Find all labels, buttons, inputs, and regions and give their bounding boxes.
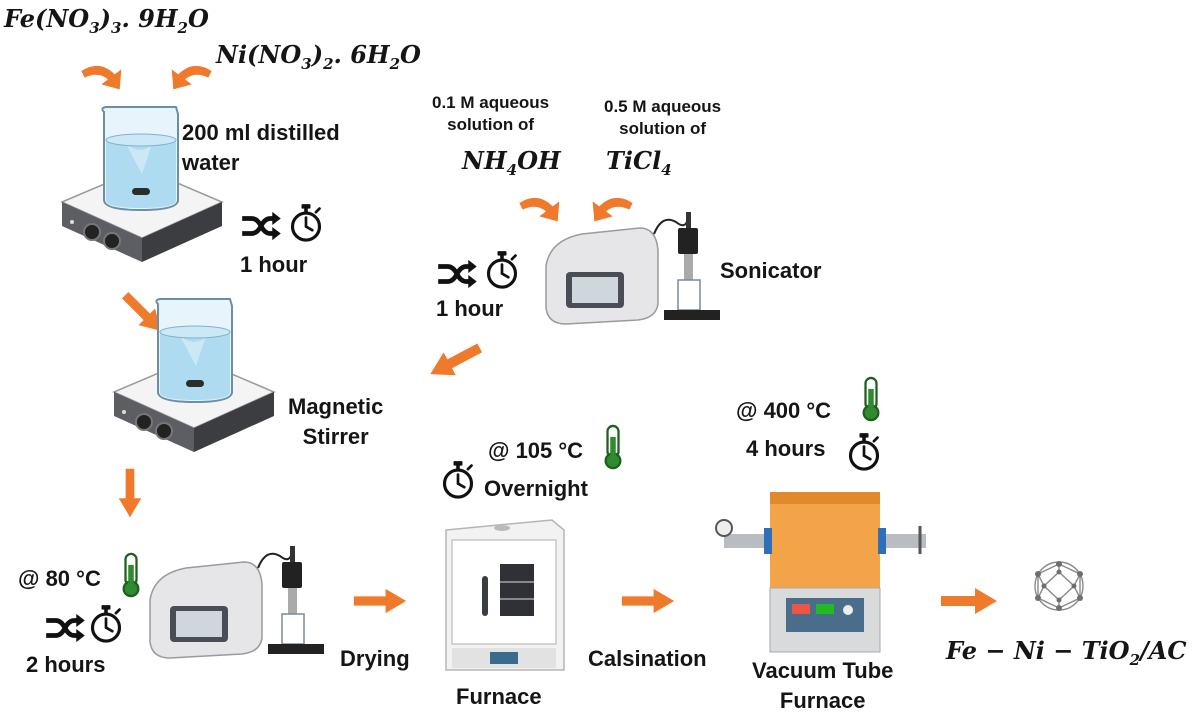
sonicator-label: Sonicator [720,258,822,283]
mix-temp-label: @ 80 °C [18,566,101,591]
fe-nitrate-formula: Fe(NO3)3. 9H2O [4,4,209,37]
shuffle-icon [240,210,282,242]
flow-arrow-icon [424,336,486,386]
curved-arrow-icon [81,65,122,90]
calc-temp-label: @ 400 °C [736,398,832,423]
shuffle-icon [436,258,478,290]
stir-time-label: 1 hour [240,252,308,277]
stopwatch-icon [290,203,322,242]
thermometer-icon [122,552,140,598]
drying-oven-image [445,519,565,671]
sonicator-image [148,544,326,660]
product-formula: Fe − Ni − TiO2/AC [946,636,1187,669]
calsination-label: Calsination [588,646,707,671]
sonication-time-label: 1 hour [436,296,504,321]
stopwatch-icon [442,460,474,499]
ticl4-formula: TiCl4 [606,146,672,179]
beaker-image [101,106,179,211]
dry-temp-label: @ 105 °C [488,438,584,463]
calc-time-label: 4 hours [746,436,826,461]
flow-arrow-icon [118,468,142,518]
activated-carbon-molecule-image [1034,561,1084,611]
ni-nitrate-formula: Ni(NO3)2. 6H2O [216,40,421,73]
stopwatch-icon [90,604,122,643]
dry-time-label: Overnight [484,476,588,501]
beaker-image [155,298,233,403]
thermometer-icon [604,424,622,470]
flow-arrow-icon [941,588,997,614]
stopwatch-icon [848,432,880,471]
vacuum-tube-furnace-image [715,492,926,653]
furnace-label: Furnace [456,684,542,709]
drying-label: Drying [340,646,410,671]
shuffle-icon [44,612,86,644]
nh4oh-formula: NH4OH [462,146,561,179]
thermometer-icon [862,376,880,422]
mix-time-label: 2 hours [26,652,106,677]
stopwatch-icon [486,250,518,289]
curved-arrow-icon [171,65,212,90]
flow-arrow-icon [621,588,675,614]
flow-arrow-icon [353,588,407,614]
sonicator-image [544,210,722,326]
